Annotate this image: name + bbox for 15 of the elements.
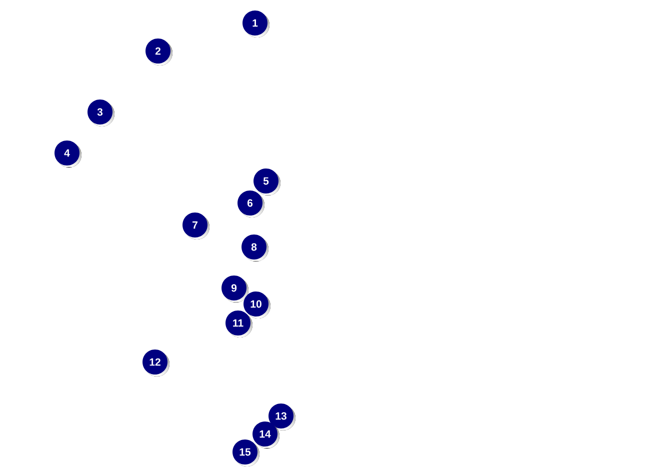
callout-number: 4 bbox=[54, 140, 82, 168]
callout-number: 2 bbox=[146, 38, 172, 66]
callout-number: 14 bbox=[252, 422, 280, 448]
callout-number: 3 bbox=[88, 100, 114, 126]
callout-number: 12 bbox=[142, 350, 170, 376]
callout-number: 15 bbox=[232, 440, 260, 466]
callout-number: 11 bbox=[226, 310, 252, 338]
callout-number: 5 bbox=[254, 168, 280, 196]
callout-number: 1 bbox=[242, 10, 270, 38]
callout-number: 7 bbox=[182, 212, 210, 240]
callout-number: 13 bbox=[268, 404, 296, 430]
callout-number: 6 bbox=[238, 190, 264, 218]
callout-number: 10 bbox=[244, 292, 270, 318]
callout-number: 8 bbox=[242, 234, 268, 262]
callout-number: 9 bbox=[222, 276, 248, 302]
